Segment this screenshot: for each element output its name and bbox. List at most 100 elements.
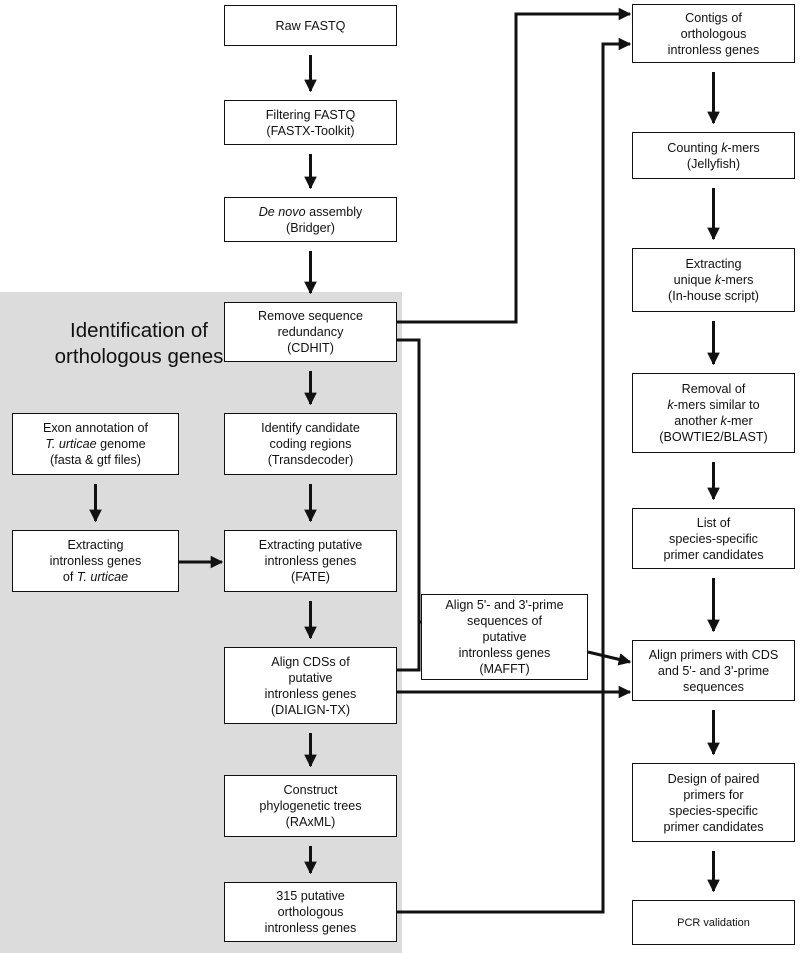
text-segment: k — [720, 414, 727, 428]
exon-annotation-line: Exon annotation of — [43, 420, 148, 436]
text-segment: Align CDSs of — [271, 654, 350, 669]
text-segment: of — [62, 570, 77, 584]
list-candidates-line: primer candidates — [663, 547, 763, 563]
text-segment: Exon annotation of — [42, 421, 149, 435]
text-segment: PCR validation — [677, 916, 750, 929]
list-candidates-line: species-specific — [669, 531, 758, 547]
extract-putative-line: (FATE) — [291, 569, 330, 585]
construct-trees-box: Construct phylogenetic trees (RAxML) — [224, 775, 397, 837]
list-candidates-line: List of — [697, 515, 731, 531]
text-segment: intronless genes — [49, 554, 142, 568]
design-primers-line: Design of paired — [668, 771, 760, 787]
text-segment: coding regions — [269, 437, 352, 451]
text-segment: (Transdecoder) — [267, 453, 354, 467]
text-segment: k — [667, 398, 674, 412]
text-segment: k — [714, 273, 722, 287]
extract-unique-line: Extracting — [686, 256, 742, 272]
text-segment: 315 putative — [276, 889, 345, 903]
text-segment: De novo — [258, 204, 306, 219]
text-segment: Removal of — [681, 382, 746, 396]
text-segment: (Jellyfish) — [686, 156, 741, 171]
text-segment: (Bridger) — [286, 220, 335, 235]
text-segment: putative — [288, 670, 333, 685]
putative-orthologous-line: 315 putative — [276, 888, 345, 904]
align-5-3-box: Align 5'- and 3'-prime sequences of putati… — [421, 594, 588, 680]
text-segment: genome — [96, 437, 146, 451]
text-segment: Construct — [283, 783, 338, 797]
contigs-line: intronless genes — [668, 42, 760, 58]
text-segment: species-specific — [669, 531, 758, 546]
align-primers-line: Align primers with CDS — [649, 647, 778, 663]
text-segment: intronless genes — [264, 921, 357, 935]
contigs-line: Contigs of — [685, 10, 742, 26]
removal-kmers-line: k-mers similar to — [667, 397, 759, 413]
text-segment: sequences — [683, 679, 744, 694]
exon-annotation-line: (fasta & gtf files) — [50, 452, 141, 468]
text-segment: (RAxML) — [285, 815, 336, 829]
align-5-3-line: intronless genes — [459, 645, 551, 661]
pcr-validation-box: PCR validation — [632, 900, 795, 945]
text-segment: Align 5'- and 3'-prime — [445, 598, 564, 612]
extract-intronless-line: of T. urticae — [63, 569, 128, 585]
text-segment: Extracting putative — [258, 538, 363, 552]
raw-fastq-box: Raw FASTQ — [224, 5, 397, 46]
raw-fastq-line: Raw FASTQ — [276, 18, 346, 34]
text-segment: -mers similar to — [673, 398, 760, 412]
extract-unique-line: unique k-mers — [674, 272, 754, 288]
text-segment: Design of paired — [667, 771, 760, 786]
text-segment: assembly — [305, 204, 363, 219]
text-segment: k — [721, 140, 728, 155]
text-segment: primers for — [683, 787, 744, 802]
text-segment: intronless genes — [667, 42, 760, 57]
align-cds-line: putative — [288, 670, 332, 686]
design-primers-line: species-specific — [669, 803, 758, 819]
remove-redundancy-line: (CDHIT) — [287, 340, 334, 356]
text-segment: (MAFFT) — [479, 662, 530, 676]
text-segment: unique — [673, 273, 715, 287]
orthologous-identification-region — [0, 292, 402, 953]
text-segment: List of — [696, 515, 731, 530]
region-title: Identification of orthologous genes — [54, 319, 224, 368]
text-segment: phylogenetic trees — [259, 799, 362, 813]
extract-intronless-line: Extracting — [68, 537, 124, 553]
counting-kmers-line: Counting k-mers — [667, 140, 759, 156]
identify-coding-line: Identify candidate — [261, 420, 360, 436]
extract-intronless-line: intronless genes — [50, 553, 142, 569]
extract-putative-line: Extracting putative — [259, 537, 363, 553]
removal-kmers-line: another k-mer — [674, 413, 752, 429]
construct-trees-line: phylogenetic trees — [259, 798, 361, 814]
text-segment: Extracting — [685, 257, 742, 271]
align-cds-line: intronless genes — [265, 686, 357, 702]
removal-kmers-line: (BOWTIE2/BLAST) — [659, 429, 767, 445]
text-segment: (BOWTIE2/BLAST) — [659, 430, 768, 444]
text-segment: and 5'- and 3'-prime — [657, 663, 770, 678]
putative-orthologous-line: intronless genes — [265, 920, 357, 936]
text-segment: Align primers with CDS — [648, 647, 779, 662]
design-primers-line: primers for — [683, 787, 743, 803]
text-segment: T. urticae — [45, 437, 97, 451]
text-segment: putative — [482, 630, 527, 644]
filtering-fastq-line: Filtering FASTQ — [266, 107, 356, 123]
putative-orthologous-line: orthologous — [278, 904, 344, 920]
text-segment: -mers — [721, 273, 754, 287]
text-segment: intronless genes — [264, 686, 357, 701]
text-segment: sequences of — [467, 614, 542, 628]
de-novo-assembly-line: (Bridger) — [286, 220, 335, 236]
filtering-fastq-box: Filtering FASTQ(FASTX-Toolkit) — [224, 100, 397, 145]
removal-kmers-line: Removal of — [682, 381, 746, 397]
text-segment: T. urticae — [76, 570, 129, 584]
text-segment: another — [674, 414, 721, 428]
extract-unique-line: (In-house script) — [668, 288, 759, 304]
exon-annotation-line: T. urticae genome — [45, 436, 145, 452]
identify-coding-line: coding regions — [270, 436, 352, 452]
de-novo-assembly-line: De novo assembly — [259, 204, 363, 220]
align-5-3-line: putative — [482, 629, 526, 645]
